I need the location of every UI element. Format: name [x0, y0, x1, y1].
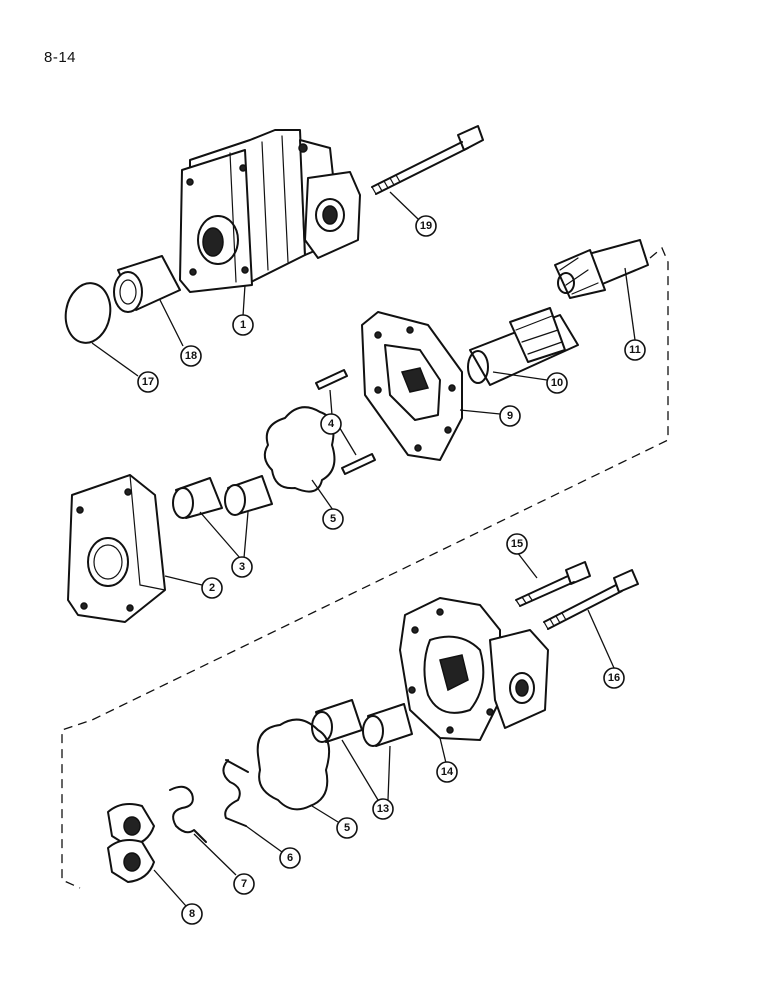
callout-3: 3 [231, 556, 253, 578]
callout-19: 19 [415, 215, 437, 237]
part-14-end-cover [399, 597, 549, 741]
callout-11: 11 [624, 339, 646, 361]
callout-7: 7 [233, 873, 255, 895]
callout-4: 4 [320, 413, 342, 435]
part-5-seal-lower [256, 718, 331, 811]
part-4-dowel-pins [315, 369, 376, 475]
svg-text:2: 2 [209, 582, 215, 594]
svg-text:14: 14 [441, 766, 454, 778]
part-9-gear-housing [361, 311, 463, 461]
svg-text:19: 19 [420, 220, 432, 232]
svg-text:4: 4 [328, 418, 335, 430]
callout-1: 1 [232, 314, 254, 336]
svg-text:8: 8 [189, 908, 195, 920]
part-10-drive-gear-shaft [467, 307, 579, 386]
svg-text:16: 16 [608, 672, 620, 684]
svg-text:9: 9 [507, 410, 513, 422]
part-13-bushings [311, 699, 413, 747]
leader-lines [91, 191, 636, 907]
assembly-dashed-outline [61, 246, 669, 889]
callout-5-lower: 5 [336, 817, 358, 839]
part-16-bolt [543, 569, 639, 630]
callout-10: 10 [546, 372, 568, 394]
callout-6: 6 [279, 847, 301, 869]
callout-17: 17 [137, 371, 159, 393]
callout-5-upper: 5 [322, 508, 344, 530]
part-18-coupling-sleeve [113, 255, 181, 313]
part-2-mounting-flange [67, 474, 166, 623]
svg-text:6: 6 [287, 852, 293, 864]
svg-text:5: 5 [330, 513, 336, 525]
svg-text:15: 15 [511, 538, 523, 550]
callout-15: 15 [506, 533, 528, 555]
svg-text:17: 17 [142, 376, 154, 388]
part-11-driven-gear [554, 239, 649, 299]
svg-text:5: 5 [344, 822, 350, 834]
callout-18: 18 [180, 345, 202, 367]
callout-9: 9 [499, 405, 521, 427]
callout-8: 8 [181, 903, 203, 925]
part-3-bushings [172, 475, 273, 519]
part-8-wear-plates [107, 803, 155, 883]
callout-14: 14 [436, 761, 458, 783]
callout-13: 13 [372, 798, 394, 820]
part-1-pump-assembly [179, 129, 361, 293]
part-17-o-ring [64, 282, 112, 344]
part-15-short-bolt [515, 561, 591, 607]
svg-text:1: 1 [240, 319, 246, 331]
svg-text:3: 3 [239, 561, 245, 573]
page-number: 8-14 [44, 49, 77, 66]
part-6-seal-wire [222, 759, 249, 827]
svg-text:11: 11 [629, 344, 641, 356]
part-19-long-bolt [371, 125, 484, 195]
svg-text:7: 7 [241, 878, 247, 890]
part-7-spring [169, 785, 207, 843]
part-5-seal-upper [263, 406, 336, 493]
svg-text:13: 13 [377, 803, 389, 815]
callout-16: 16 [603, 667, 625, 689]
svg-text:10: 10 [551, 377, 563, 389]
callout-2: 2 [201, 577, 223, 599]
svg-text:18: 18 [185, 350, 197, 362]
